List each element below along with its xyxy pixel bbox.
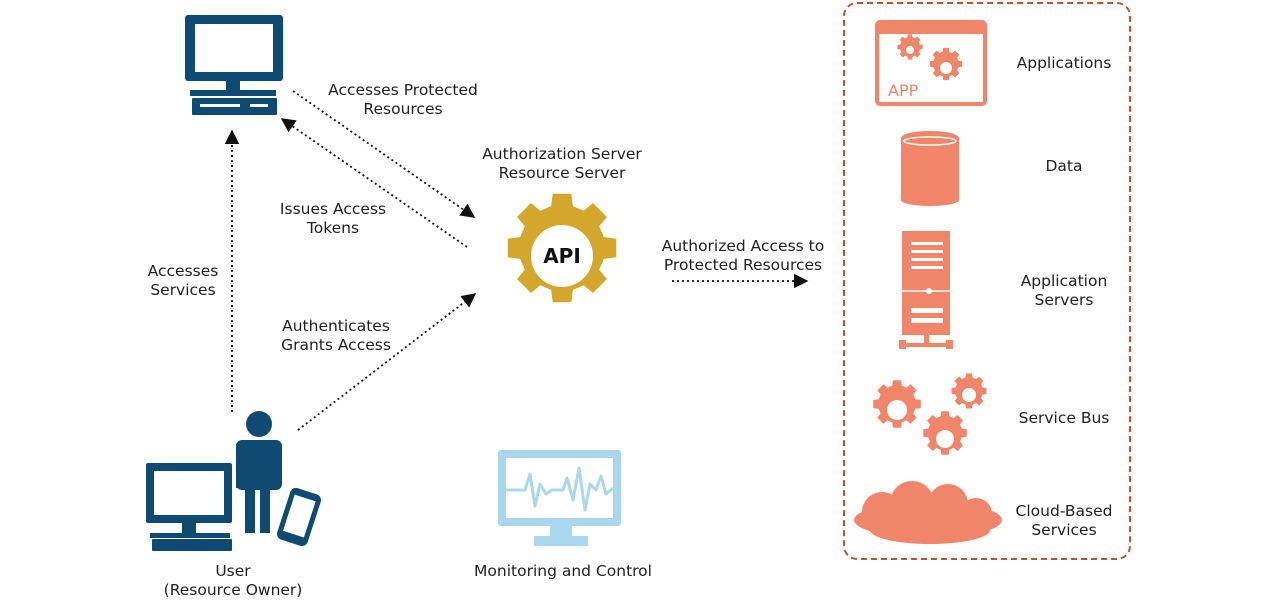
protected-resources-panel	[843, 2, 1131, 560]
resource-label-service-bus: Service Bus	[1018, 409, 1110, 427]
edge-label-accesses-protected: Accesses Protected Resources	[328, 81, 478, 118]
database-icon	[901, 131, 959, 206]
user-with-computer-and-phone-icon	[146, 411, 321, 551]
monitor-heartbeat-icon	[498, 450, 621, 546]
app-icon-text: APP	[888, 81, 919, 100]
cloud-icon	[854, 481, 1002, 544]
gears-cluster-icon	[873, 373, 987, 455]
edge-label-issues-tokens: Issues Access Tokens	[279, 200, 387, 237]
resource-label-applications: Applications	[1016, 54, 1112, 72]
app-window-gears-icon: APP	[875, 20, 987, 106]
resource-label-data: Data	[1045, 157, 1083, 175]
edge-label-authorized-access: Authorized Access to Protected Resources	[661, 237, 825, 274]
arrow-accesses-protected	[292, 90, 476, 218]
api-server-label: Authorization Server Resource Server	[482, 145, 642, 182]
arrow-authenticates	[297, 293, 477, 431]
resource-label-cloud-services: Cloud-Based Services	[1015, 502, 1113, 539]
edge-label-authenticates: Authenticates Grants Access	[281, 317, 391, 354]
monitoring-label: Monitoring and Control	[474, 562, 652, 580]
edge-label-accesses-services: Accesses Services	[147, 262, 219, 299]
desktop-computer-icon	[185, 15, 283, 115]
resource-label-application-servers: Application Servers	[1020, 272, 1108, 309]
user-label: User (Resource Owner)	[163, 562, 303, 599]
gear-icon: API	[507, 193, 617, 303]
server-tower-icon	[899, 231, 953, 349]
api-gear-text: API	[543, 244, 581, 268]
